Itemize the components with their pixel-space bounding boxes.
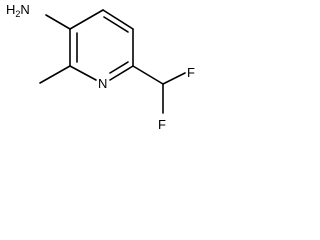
structure-canvas: H2N N F F xyxy=(0,0,204,138)
fluorine-bottom-label: F xyxy=(158,117,166,132)
bond-c3-amine xyxy=(45,14,71,30)
bond-c6-n1-inner xyxy=(109,61,129,74)
bond-c4-c5-inner xyxy=(103,16,129,33)
amine-label: H2N xyxy=(6,2,30,19)
bond-n1-c2 xyxy=(69,65,97,81)
bond-chf2-f-top xyxy=(162,72,186,85)
bond-c4-c5 xyxy=(102,9,134,30)
bond-c6-n1 xyxy=(109,65,134,81)
molecule-structure: H2N N F F xyxy=(6,2,195,132)
fluorine-top-label: F xyxy=(187,65,195,80)
bond-c6-chf2 xyxy=(132,65,164,85)
bond-c2-methyl xyxy=(39,65,71,84)
ring-nitrogen-label: N xyxy=(98,76,107,91)
bond-c3-c4 xyxy=(69,9,104,30)
